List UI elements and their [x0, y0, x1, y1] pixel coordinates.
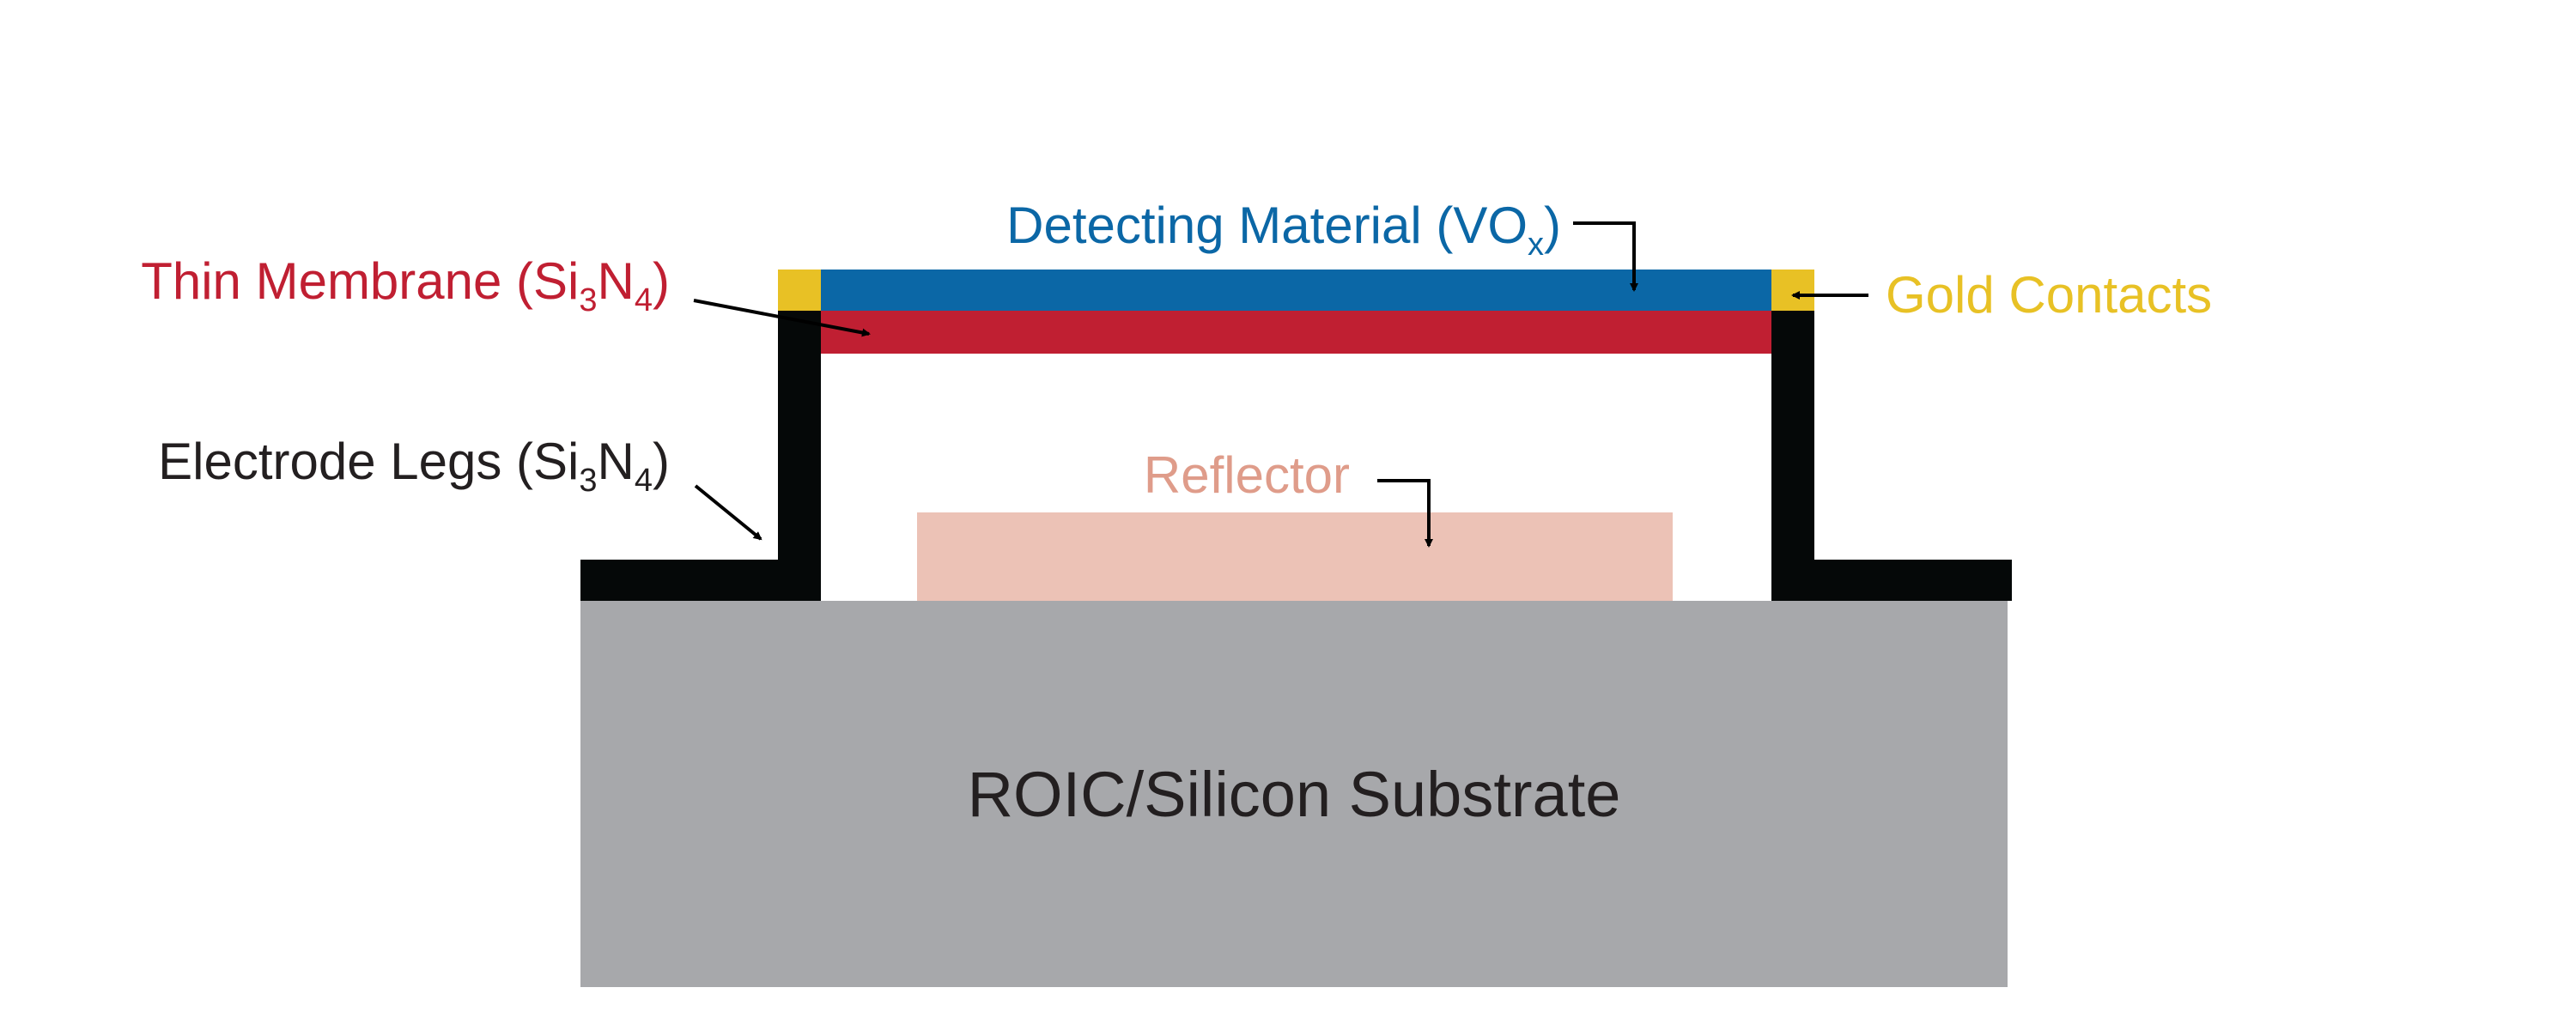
thin-membrane-label: Thin Membrane (Si3N4) — [141, 252, 670, 318]
gold-contacts-label: Gold Contacts — [1886, 266, 2212, 324]
electrode-legs-arrow — [694, 484, 762, 541]
substrate-label: ROIC/Silicon Substrate — [968, 759, 1621, 830]
detecting-material — [821, 270, 1771, 311]
thin-membrane-arrow — [693, 299, 871, 337]
detecting-material-arrow — [1573, 221, 1638, 292]
reflector-arrow — [1377, 479, 1433, 548]
detecting-material-label: Detecting Material (VOx) — [1006, 197, 1561, 263]
thin-membrane — [821, 311, 1771, 354]
gold-contact-right — [1771, 270, 1814, 311]
electrode-leg-left — [580, 311, 821, 601]
substrate — [580, 601, 2008, 987]
electrode-legs-label: Electrode Legs (Si3N4) — [158, 433, 670, 499]
electrode-leg-right — [1771, 311, 2012, 601]
gold-contact-left — [778, 270, 821, 311]
reflector-label: Reflector — [1144, 446, 1350, 504]
reflector — [917, 512, 1673, 601]
